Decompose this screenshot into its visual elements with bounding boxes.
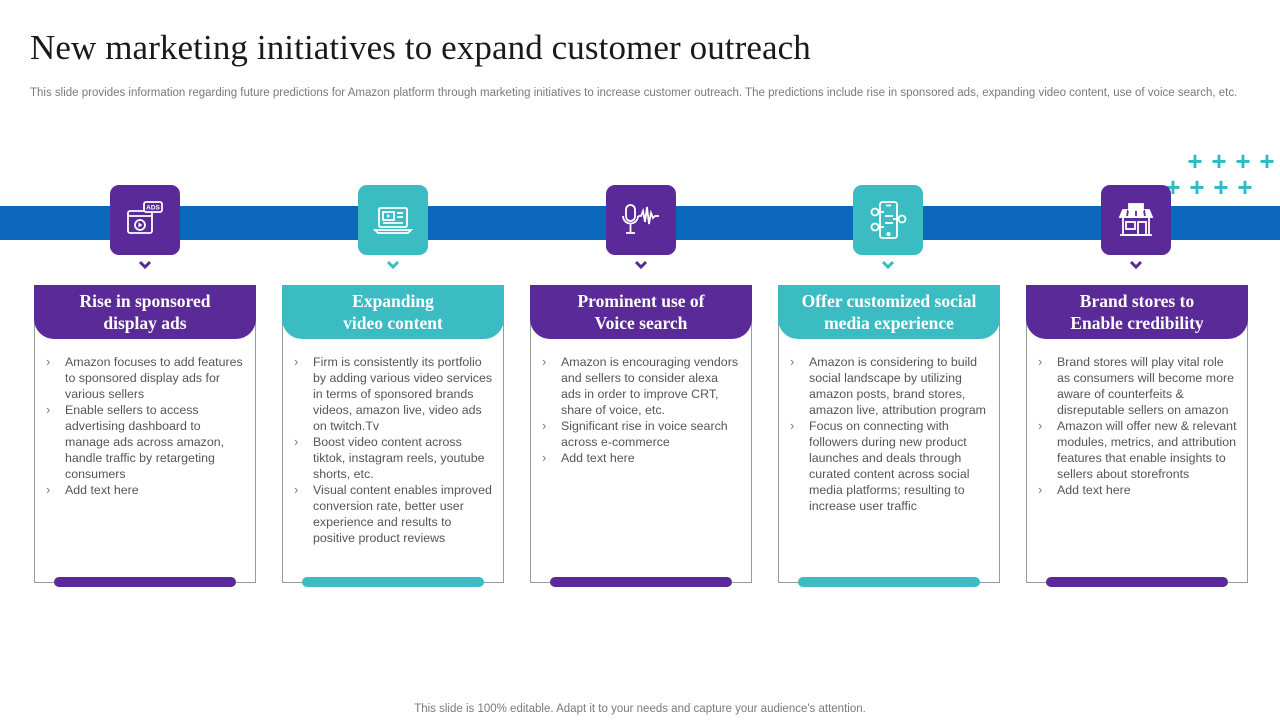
bullet-item: Brand stores will play vital role as con…: [1037, 354, 1237, 418]
bullet-item: Amazon focuses to add features to sponso…: [45, 354, 245, 402]
card-heading: Prominent use of Voice search: [530, 285, 752, 339]
initiative-card-social-media: Offer customized social media experience…: [778, 285, 1000, 583]
bullet-item: Amazon is encouraging vendors and seller…: [541, 354, 741, 418]
plus-icon: +: [1237, 172, 1253, 202]
card-bullet-list: Amazon is encouraging vendors and seller…: [541, 354, 741, 466]
card-heading-line: Expanding: [352, 291, 434, 311]
plus-icon: +: [1235, 146, 1251, 176]
bullet-item: Enable sellers to access advertising das…: [45, 402, 245, 482]
slide-title: New marketing initiatives to expand cust…: [30, 28, 811, 67]
bullet-item: Focus on connecting with followers durin…: [789, 418, 989, 514]
plus-icon: +: [1189, 172, 1205, 202]
microphone-wave-icon: [606, 185, 676, 255]
chevron-down-icon: [138, 260, 152, 270]
slide-subtitle: This slide provides information regardin…: [30, 87, 1238, 99]
card-heading: Rise in sponsored display ads: [34, 285, 256, 339]
card-heading-line: Offer customized social: [801, 291, 977, 311]
chevron-down-icon: [386, 260, 400, 270]
card-accent-bar: [1046, 577, 1228, 587]
card-bullet-list: Amazon is considering to build social la…: [789, 354, 989, 514]
bullet-item: Add text here: [541, 450, 741, 466]
initiative-card-sponsored-ads: Rise in sponsored display ads Amazon foc…: [34, 285, 256, 583]
bullet-item: Add text here: [1037, 482, 1237, 498]
initiative-card-video-content: Expanding video content Firm is consiste…: [282, 285, 504, 583]
card-heading: Offer customized social media experience: [778, 285, 1000, 339]
card-accent-bar: [302, 577, 484, 587]
plus-icon: +: [1211, 146, 1227, 176]
card-heading-line: video content: [343, 313, 443, 333]
bullet-item: Amazon will offer new & relevant modules…: [1037, 418, 1237, 482]
card-heading-line: media experience: [824, 313, 954, 333]
bullet-item: Boost video content across tiktok, insta…: [293, 434, 493, 482]
chevron-down-icon: [634, 260, 648, 270]
card-accent-bar: [798, 577, 980, 587]
plus-icon: +: [1259, 146, 1275, 176]
bullet-item: Add text here: [45, 482, 245, 498]
smartphone-network-icon: [853, 185, 923, 255]
card-heading: Expanding video content: [282, 285, 504, 339]
slide-footer: This slide is 100% editable. Adapt it to…: [414, 703, 866, 715]
plus-icon: +: [1187, 146, 1203, 176]
card-bullet-list: Amazon focuses to add features to sponso…: [45, 354, 245, 498]
card-heading-line: Brand stores to: [1079, 291, 1195, 311]
video-ad-icon: ADS: [110, 185, 180, 255]
chevron-down-icon: [1129, 260, 1143, 270]
card-accent-bar: [54, 577, 236, 587]
chevron-down-icon: [881, 260, 895, 270]
card-bullet-list: Brand stores will play vital role as con…: [1037, 354, 1237, 498]
bullet-item: Significant rise in voice search across …: [541, 418, 741, 450]
card-heading-line: display ads: [103, 313, 187, 333]
card-accent-bar: [550, 577, 732, 587]
plus-icon: +: [1213, 172, 1229, 202]
card-bullet-list: Firm is consistently its portfolio by ad…: [293, 354, 493, 546]
storefront-icon: [1101, 185, 1171, 255]
bullet-item: Visual content enables improved conversi…: [293, 482, 493, 546]
bullet-item: Firm is consistently its portfolio by ad…: [293, 354, 493, 434]
laptop-video-icon: [358, 185, 428, 255]
card-heading: Brand stores to Enable credibility: [1026, 285, 1248, 339]
card-heading-line: Rise in sponsored: [79, 291, 211, 311]
ads-label: ADS: [146, 205, 160, 212]
card-heading-line: Enable credibility: [1070, 313, 1204, 333]
initiative-card-voice-search: Prominent use of Voice search Amazon is …: [530, 285, 752, 583]
bullet-item: Amazon is considering to build social la…: [789, 354, 989, 418]
card-heading-line: Prominent use of: [577, 291, 705, 311]
card-heading-line: Voice search: [594, 313, 688, 333]
initiative-card-brand-stores: Brand stores to Enable credibility Brand…: [1026, 285, 1248, 583]
